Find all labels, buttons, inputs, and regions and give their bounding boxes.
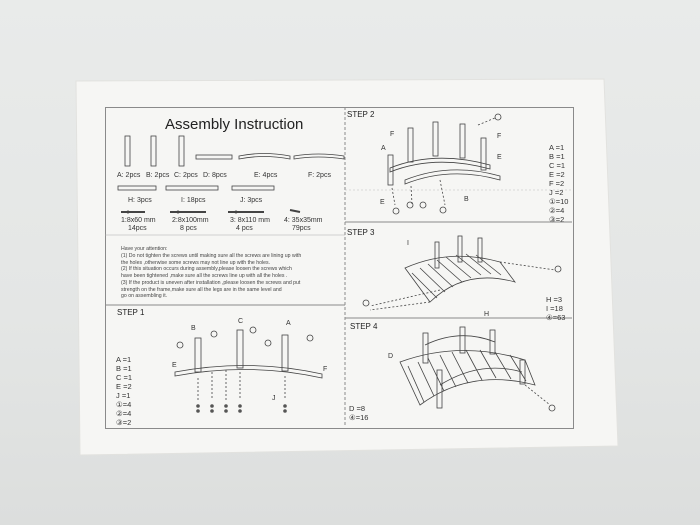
hardware-1-size: 1:8x60 mm [121, 217, 156, 224]
part-a-post-icon [124, 135, 131, 167]
hardware-2-size: 2:8x100mm [172, 217, 209, 224]
step1-callout-c: C [238, 318, 244, 325]
hardware-3-size: 3: 8x110 mm [230, 217, 270, 224]
part-b-post-icon [150, 135, 157, 167]
part-i-label: I: 18pcs [181, 197, 206, 204]
part-b-label: B: 2pcs [146, 172, 170, 179]
step1-label: STEP 1 [117, 308, 145, 317]
step2-callout-a: A [381, 145, 386, 152]
hardware-2-qty: 8 pcs [180, 225, 197, 232]
outer-frame [105, 107, 574, 429]
part-f-label: F: 2pcs [308, 172, 331, 179]
step4-callout-d: D [388, 353, 394, 360]
step2-callout-f2: F [497, 133, 502, 140]
step4-label: STEP 4 [350, 322, 378, 331]
step1-callout-e: E [172, 362, 177, 369]
part-h-label: H: 3pcs [128, 197, 152, 204]
step2-label: STEP 2 [347, 110, 375, 119]
part-e-label: E: 4pcs [254, 172, 278, 179]
part-f-rail-icon [293, 153, 345, 160]
step2-callout-f1: F [390, 131, 395, 138]
hardware-3-qty: 4 pcs [236, 225, 253, 232]
step2-callout-b: B [464, 196, 469, 203]
part-c-post-icon [178, 135, 185, 167]
step3-label: STEP 3 [347, 228, 375, 237]
hardware-4-size: 4: 35x35mm [284, 217, 323, 224]
hardware-1-qty: 14pcs [128, 225, 147, 232]
part-i-slat-icon [165, 185, 219, 191]
step3-callout-i: I [407, 240, 409, 247]
screw-4-icon [289, 209, 301, 213]
part-e-rail-icon [238, 153, 291, 160]
part-h-beam-icon [117, 185, 157, 191]
part-a-label: A: 2pcs [117, 172, 141, 179]
hardware-4-qty: 79pcs [292, 225, 311, 232]
step1-callout-b: B [191, 325, 196, 332]
part-d-board-icon [195, 154, 233, 160]
part-c-label: C: 2pcs [174, 172, 198, 179]
attention-notes: Have your attention: (1) Do not tighten … [121, 246, 302, 300]
part-j-label: J: 3pcs [240, 197, 263, 204]
step2-callout-e2: E [380, 199, 385, 206]
part-d-label: D: 8pcs [203, 172, 227, 179]
step1-callout-f: F [323, 366, 328, 373]
step1-callout-j: J [272, 395, 276, 402]
step3-callout-h: H [484, 311, 490, 318]
step1-callout-a: A [286, 320, 291, 327]
page-title: Assembly Instruction [165, 116, 304, 133]
part-j-brace-icon [231, 185, 275, 191]
step2-callout-e1: E [497, 154, 502, 161]
